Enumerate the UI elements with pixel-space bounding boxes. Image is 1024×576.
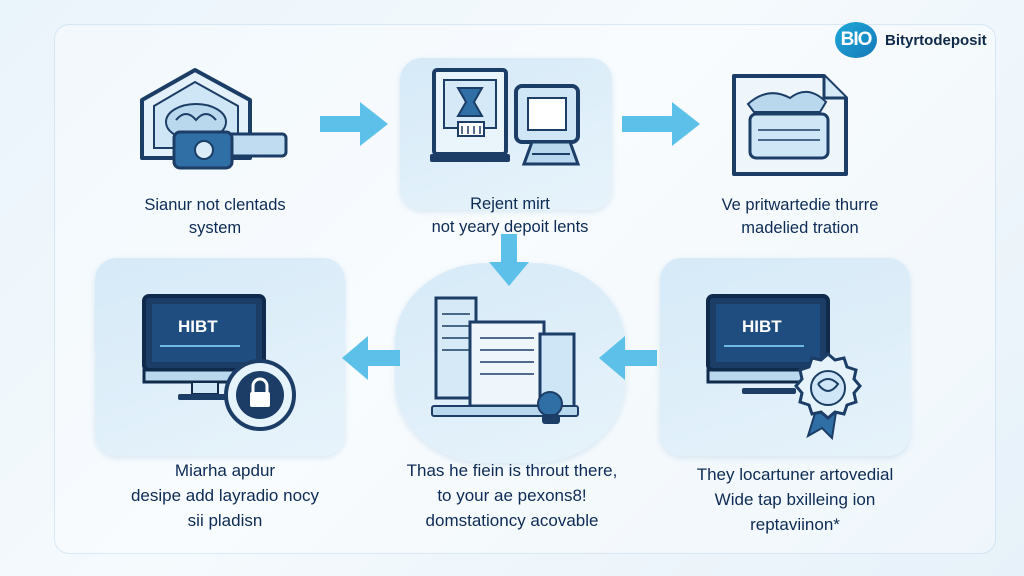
step-3-line-2: madelied tration: [741, 219, 859, 237]
arrow-icon: [622, 102, 700, 146]
step-2-line-2: not yeary depoit lents: [431, 218, 589, 236]
step-5-text: Thas he fiein is throut there, to your a…: [362, 458, 662, 533]
step-1-line-2: system: [188, 219, 242, 237]
step-2-text: Rejent mirt not yeary depoit lents: [380, 193, 640, 239]
arrow-icon: [320, 102, 388, 146]
step-1-text: Sianur not clentads system: [110, 194, 320, 240]
step-5-line-3: domstationcy acovable: [425, 511, 599, 530]
arrow-icon: [599, 336, 657, 380]
step-5-line-2: to your ae pexons8!: [437, 486, 587, 505]
step-1-line-1: Sianur not clentads: [144, 196, 286, 214]
printer-computer-icon: [430, 68, 581, 166]
brand-name: Bityrtodeposit: [885, 31, 987, 49]
step-6-text: They locartuner artovedial Wide tap bxil…: [660, 462, 930, 537]
step-3-text: Ve pritwartedie thurre madelied tration: [680, 194, 920, 240]
brand-logo: BIO: [835, 22, 877, 58]
server-building-icon: [431, 296, 579, 424]
svg-text:HIBT: HIBT: [178, 317, 218, 336]
step-4-line-2: desipe add layradio nocy: [130, 486, 320, 505]
monitor-badge-icon: HIBT: [706, 294, 862, 441]
step-5-line-1: Thas he fiein is throut there,: [406, 461, 618, 480]
svg-text:HIBT: HIBT: [742, 317, 782, 336]
monitor-lock-icon: HIBT: [142, 294, 296, 431]
arrow-icon: [489, 234, 529, 286]
step-4-line-3: sii pladisn: [187, 511, 263, 530]
step-6-line-2: Wide tap bxilleing ion: [714, 490, 876, 509]
vault-house-icon: [140, 68, 288, 170]
step-4-text: Miarha apdur desipe add layradio nocy si…: [90, 458, 360, 533]
brand: BIO Bityrtodeposit: [835, 22, 987, 58]
step-4-line-1: Miarha apdur: [174, 461, 276, 480]
step-3-line-1: Ve pritwartedie thurre: [721, 196, 879, 214]
step-6-line-1: They locartuner artovedial: [696, 465, 894, 484]
step-2-line-1: Rejent mirt: [470, 195, 550, 213]
document-stack-icon: [732, 74, 848, 176]
arrow-icon: [342, 336, 400, 380]
step-6-line-3: reptaviinon*: [750, 515, 840, 534]
